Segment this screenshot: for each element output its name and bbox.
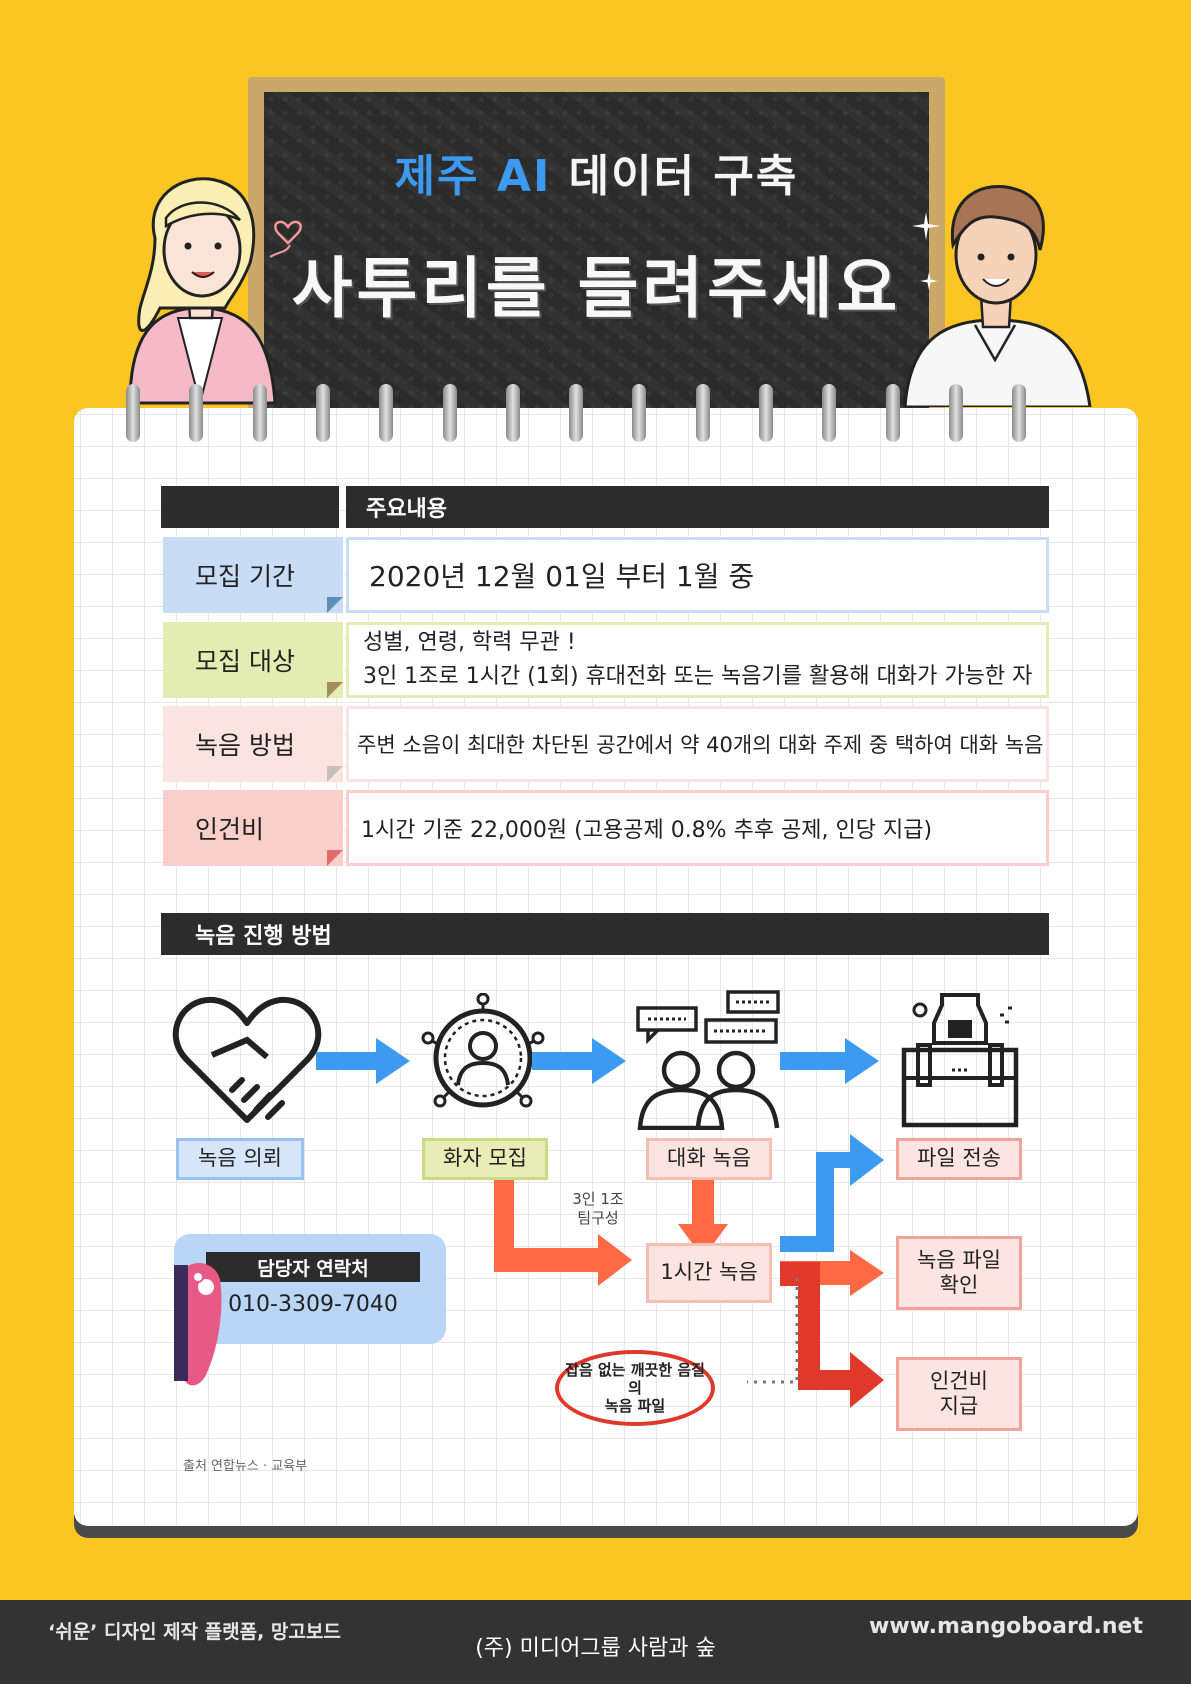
table-header-left	[161, 486, 339, 528]
row-value-period: 2020년 12월 01일 부터 1월 중	[346, 537, 1049, 613]
step-pay: 인건비 지급	[896, 1357, 1022, 1431]
row-label-method: 녹음 방법	[163, 706, 343, 782]
arrow-down-right-icon	[780, 1262, 884, 1408]
man-illustration	[903, 185, 1092, 407]
spiral-ring	[695, 384, 710, 442]
arrow-up-right-icon	[780, 1134, 884, 1252]
chalkboard	[264, 92, 929, 410]
value-line: 주변 소음이 최대한 차단된 공간에서 약 40개의 대화 주제 중 택하여 대…	[357, 733, 1044, 757]
microphone-icon	[174, 1263, 222, 1386]
clean-file-callout: 잡음 없는 깨끗한 음질의 녹음 파일	[555, 1350, 715, 1426]
table-header-title: 주요내용	[346, 486, 1049, 528]
source-text: 출처 연합뉴스 · 교육부	[183, 1459, 308, 1474]
sparkle-small-icon	[920, 272, 938, 290]
heart-doodle-icon	[269, 220, 302, 258]
spiral-ring	[442, 384, 457, 442]
spiral-ring	[822, 384, 837, 442]
step-recruit: 화자 모집	[422, 1138, 548, 1180]
handshake-icon	[172, 996, 322, 1123]
team-note-line: 3인 1조	[572, 1190, 624, 1208]
spiral-ring	[632, 384, 647, 442]
value-line: 2020년 12월 01일 부터 1월 중	[369, 560, 755, 593]
spiral-ring	[885, 384, 900, 442]
spiral-ring	[126, 384, 140, 442]
footer	[0, 1600, 1191, 1684]
step-check-file: 녹음 파일 확인	[896, 1236, 1022, 1310]
spiral-ring	[1012, 384, 1027, 442]
row-value-method: 주변 소음이 최대한 차단된 공간에서 약 40개의 대화 주제 중 택하여 대…	[346, 706, 1049, 782]
contact-phone[interactable]: 010-3309-7040	[228, 1292, 398, 1317]
spiral-ring	[948, 384, 963, 442]
process-header: 녹음 진행 방법	[161, 913, 1049, 955]
fold-corner	[327, 682, 343, 698]
fold-corner	[327, 597, 343, 613]
row-label-target: 모집 대상	[163, 622, 343, 698]
speaker-recruit-icon	[421, 993, 545, 1108]
arrow-right-icon	[316, 1038, 410, 1084]
title-line1: 제주 AI 데이터 구축	[264, 140, 929, 204]
conversation-icon	[636, 990, 780, 1130]
arrow-down-icon	[678, 1180, 728, 1258]
spiral-ring	[189, 384, 204, 442]
pill-line: 지급	[939, 1394, 979, 1418]
callout-line: 잡음 없는 깨끗한 음질의	[565, 1361, 705, 1397]
contact-title: 담당자 연락처	[206, 1252, 420, 1282]
step-request: 녹음 의뢰	[176, 1138, 304, 1180]
pill-line: 녹음 파일	[917, 1247, 1001, 1272]
spiral-ring	[759, 384, 773, 442]
row-value-target: 성별, 연령, 학력 무관 ! 3인 1조로 1시간 (1회) 휴대전화 또는 …	[346, 622, 1049, 698]
footer-link[interactable]: www.mangoboard.net	[869, 1614, 1143, 1639]
page-title: 사투리를 들려주세요	[291, 250, 902, 327]
title-rest: 데이터 구축	[568, 151, 799, 202]
spiral-ring	[252, 384, 267, 442]
step-transfer: 파일 전송	[896, 1138, 1022, 1180]
row-label-period: 모집 기간	[163, 537, 343, 613]
spiral-ring	[379, 384, 394, 442]
spiral-ring	[315, 384, 330, 442]
team-note: 3인 1조 팀구성	[560, 1190, 636, 1228]
step-one-hour: 1시간 녹음	[646, 1243, 772, 1303]
footer-center: (주) 미디어그룹 사람과 숲	[475, 1636, 716, 1661]
arrow-right-icon	[532, 1038, 626, 1084]
value-line: 1시간 기준 22,000원 (고용공제 0.8% 추후 공제, 인당 지급)	[361, 818, 933, 843]
callout-line: 녹음 파일	[604, 1397, 666, 1415]
row-value-pay: 1시간 기준 22,000원 (고용공제 0.8% 추후 공제, 인당 지급)	[346, 790, 1049, 866]
step-conversation: 대화 녹음	[646, 1138, 772, 1180]
pill-line: 인건비	[930, 1368, 988, 1393]
fold-corner	[327, 766, 343, 782]
title-accent: 제주 AI	[394, 151, 552, 202]
footer-left: ‘쉬운’ 디자인 제작 플랫폼, 망고보드	[48, 1621, 341, 1643]
woman-illustration	[128, 177, 277, 407]
arrow-elbow-icon	[494, 1180, 632, 1286]
spiral-ring	[505, 384, 520, 442]
sparkle-icon	[912, 212, 940, 240]
spiral-ring	[569, 384, 584, 442]
briefcase-icon	[901, 993, 1019, 1128]
value-line: 3인 1조로 1시간 (1회) 휴대전화 또는 녹음기를 활용해 대화가 가능한…	[363, 664, 1033, 689]
value-line: 성별, 연령, 학력 무관 !	[363, 629, 576, 655]
fold-corner	[327, 850, 343, 866]
row-label-pay: 인건비	[163, 790, 343, 866]
dotted-connector	[747, 1278, 799, 1384]
team-note-line: 팀구성	[577, 1208, 619, 1227]
pill-line: 확인	[939, 1273, 979, 1297]
arrow-right-icon	[780, 1038, 879, 1084]
